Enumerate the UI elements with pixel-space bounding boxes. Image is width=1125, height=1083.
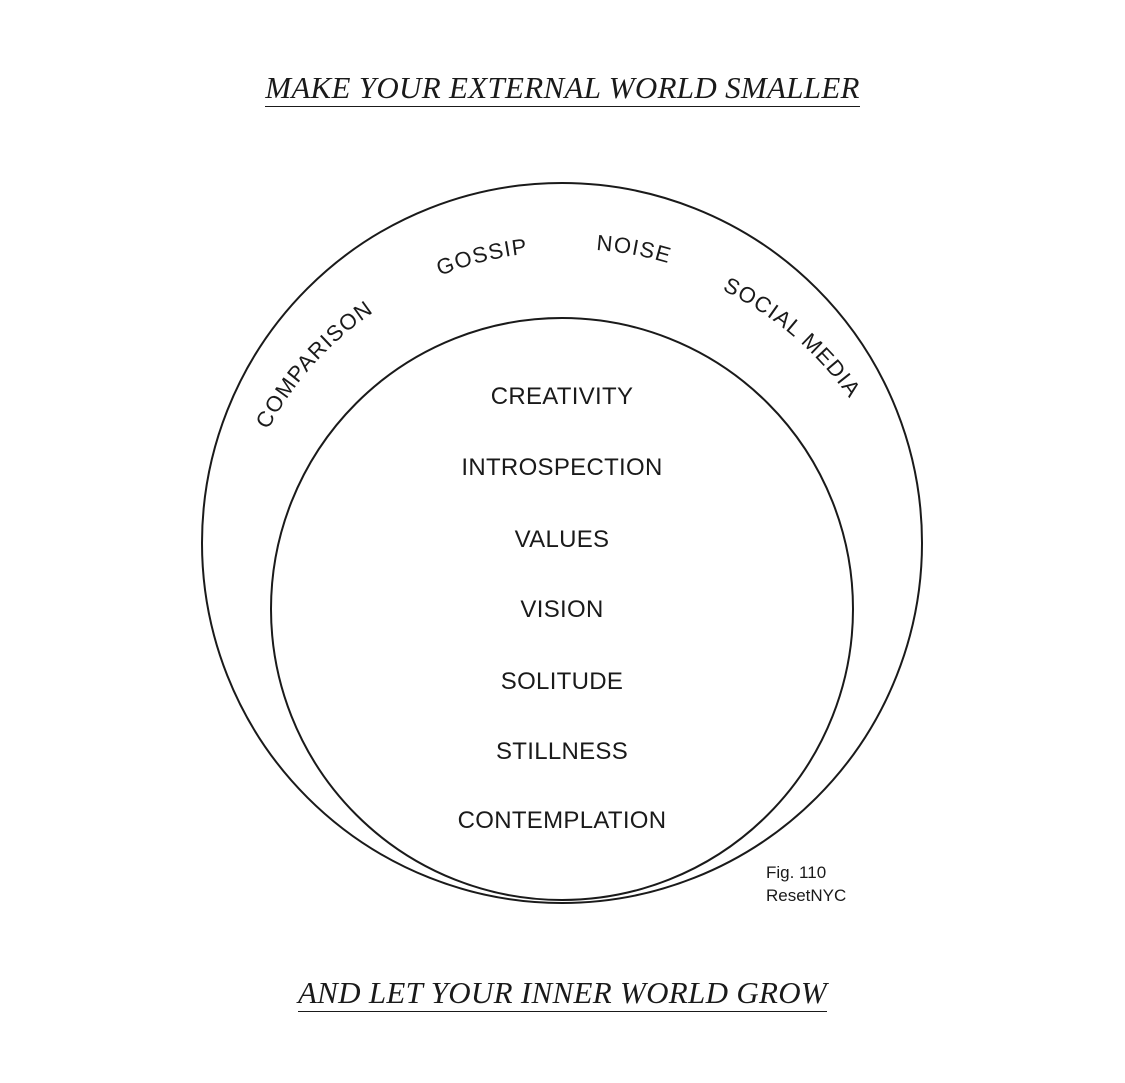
inner-item-creativity: CREATIVITY [491,383,634,410]
outer-label-social-media: SOCIAL MEDIA [720,272,866,402]
headline-bottom-text: AND LET YOUR INNER WORLD GROW [297,975,828,1012]
inner-item-stillness: STILLNESS [496,738,628,765]
inner-item-vision: VISION [520,596,603,623]
outer-label-comparison: COMPARISON [250,295,377,432]
inner-item-values: VALUES [515,526,610,553]
inner-item-introspection: INTROSPECTION [461,454,662,481]
headline-bottom: AND LET YOUR INNER WORLD GROW [0,975,1125,1012]
figure-number: Fig. 110 [766,863,826,882]
inner-circle [270,317,854,901]
outer-label-noise: NOISE [596,230,675,268]
outer-circle [201,182,923,904]
figure-source: ResetNYC [766,886,846,905]
inner-item-contemplation: CONTEMPLATION [458,807,667,834]
outer-label-gossip: GOSSIP [433,234,529,281]
headline-top: MAKE YOUR EXTERNAL WORLD SMALLER [0,70,1125,107]
inner-item-solitude: SOLITUDE [501,668,623,695]
headline-top-text: MAKE YOUR EXTERNAL WORLD SMALLER [265,70,860,107]
